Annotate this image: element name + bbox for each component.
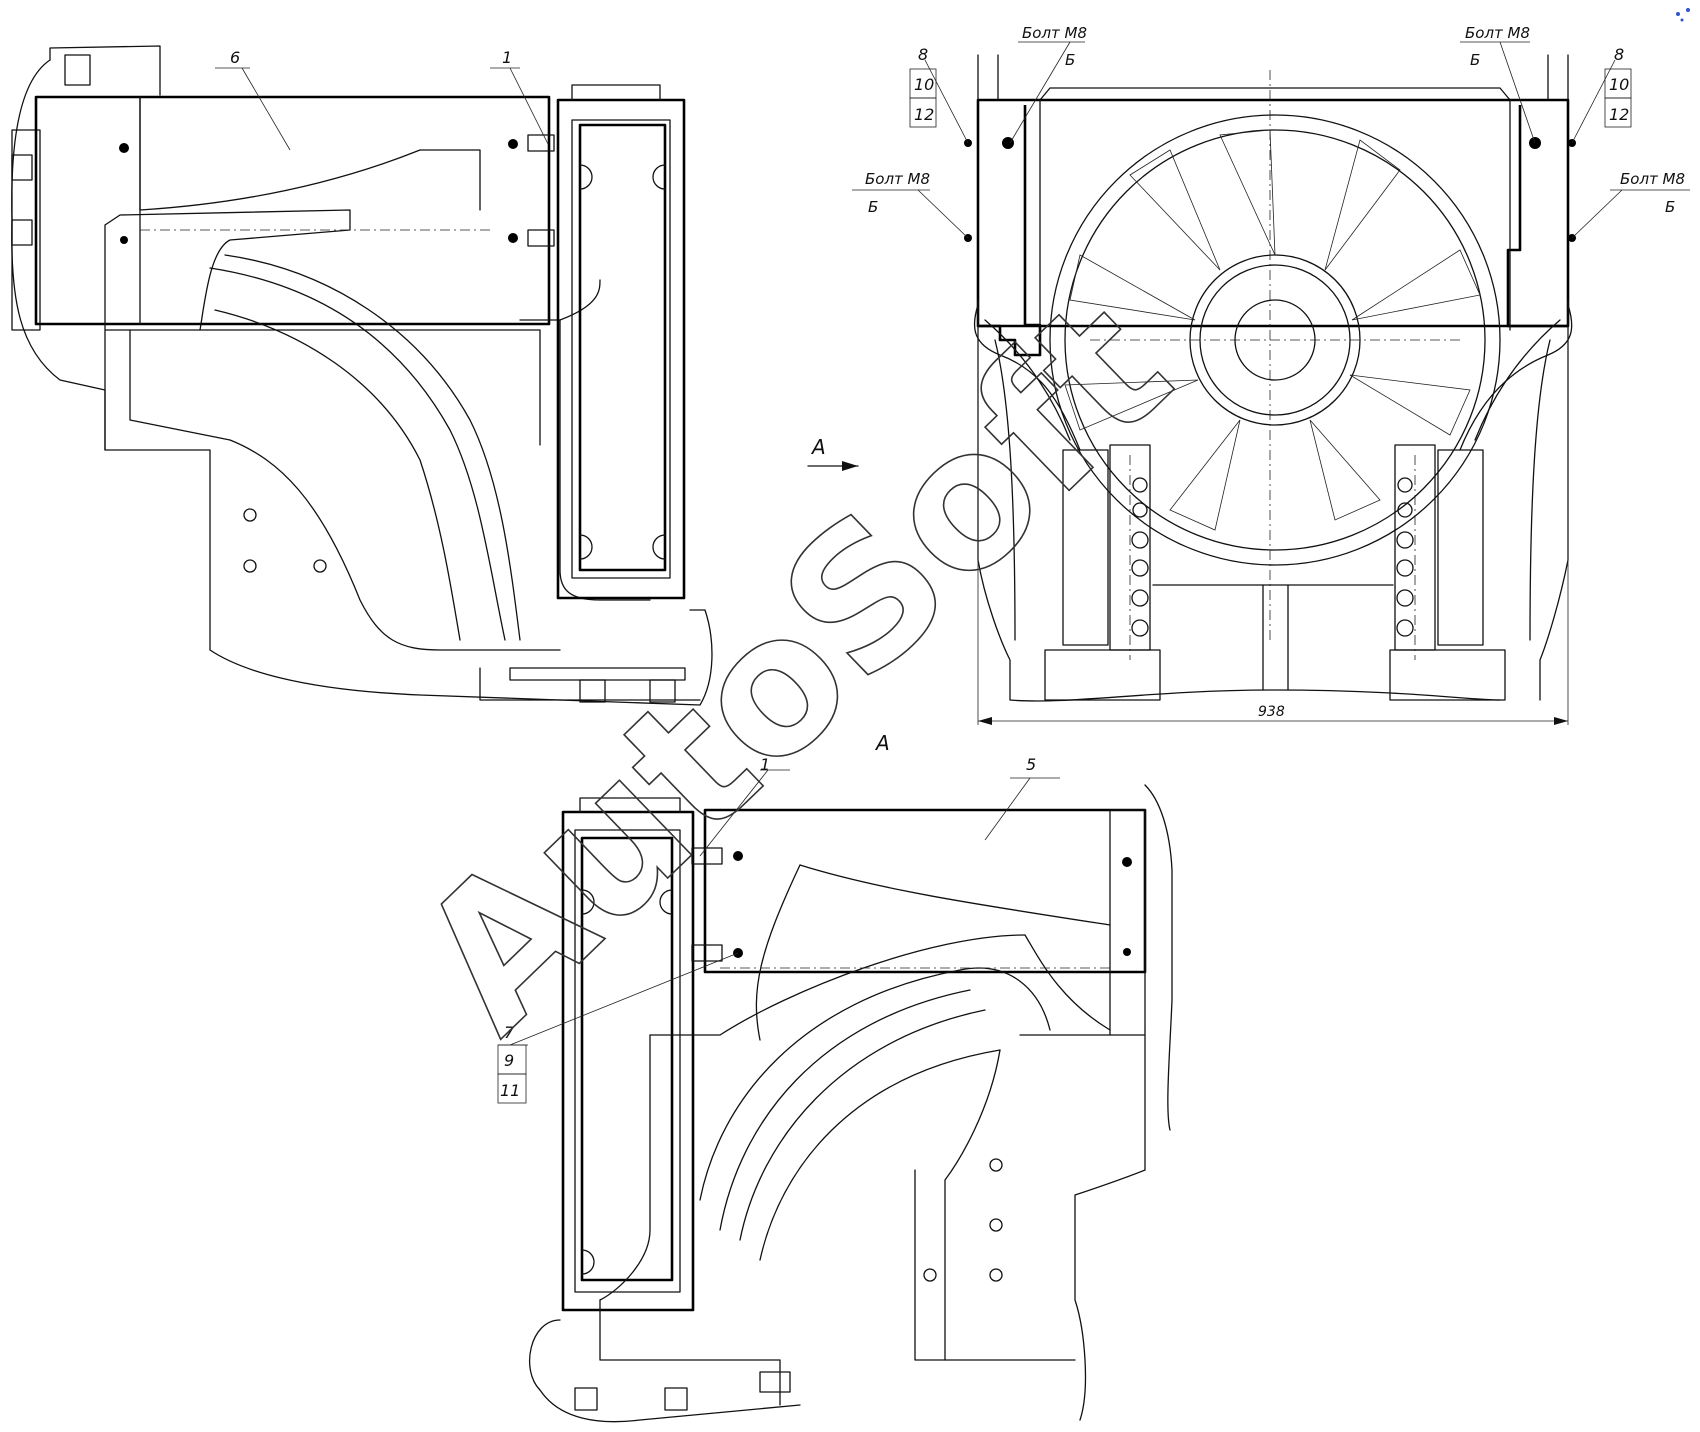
fan-blades — [1064, 129, 1481, 531]
stack-bottom-2: 9 — [504, 1051, 514, 1070]
shroud-frame — [976, 98, 1570, 328]
bolt-sub-side-left: Б — [868, 198, 878, 216]
stack-bottom-1: 7 — [504, 1023, 515, 1042]
bolt-label-top-left: Болт М8 — [1022, 24, 1087, 42]
side-view-bottom — [497, 769, 1173, 1423]
stack-right-2: 10 — [1609, 75, 1629, 94]
bolt-label-side-left: Болт М8 — [865, 170, 930, 188]
view-arrow-label: A — [810, 435, 826, 459]
bolt-label-side-right: Болт М8 — [1620, 170, 1685, 188]
view-marker-a: A — [874, 731, 890, 755]
callout-1-bottom: 1 — [760, 755, 770, 774]
corner-mark — [1676, 8, 1690, 22]
stack-bottom-3: 11 — [500, 1081, 520, 1100]
stack-left-3: 12 — [914, 105, 934, 124]
shroud-panel-6 — [34, 95, 551, 326]
fan-ring — [1049, 114, 1501, 566]
bolt-sub-top-right: Б — [1470, 51, 1480, 69]
stack-left-2: 10 — [914, 75, 934, 94]
dimension-938: 938 — [1258, 704, 1285, 720]
watermark: AutoSoft — [378, 257, 1211, 1072]
front-view — [852, 41, 1690, 725]
stack-right-3: 12 — [1609, 105, 1629, 124]
bolt-label-top-right: Болт М8 — [1465, 24, 1530, 42]
stack-right-1: 8 — [1614, 45, 1624, 64]
stack-left-1: 8 — [918, 45, 928, 64]
callout-6: 6 — [230, 48, 240, 67]
bolt-sub-top-left: Б — [1065, 51, 1075, 69]
callout-5: 5 — [1026, 755, 1036, 774]
bolt-sub-side-right: Б — [1665, 198, 1675, 216]
callout-1-top: 1 — [502, 48, 512, 67]
view-arrow-a — [807, 461, 859, 471]
side-view-left — [11, 45, 713, 706]
